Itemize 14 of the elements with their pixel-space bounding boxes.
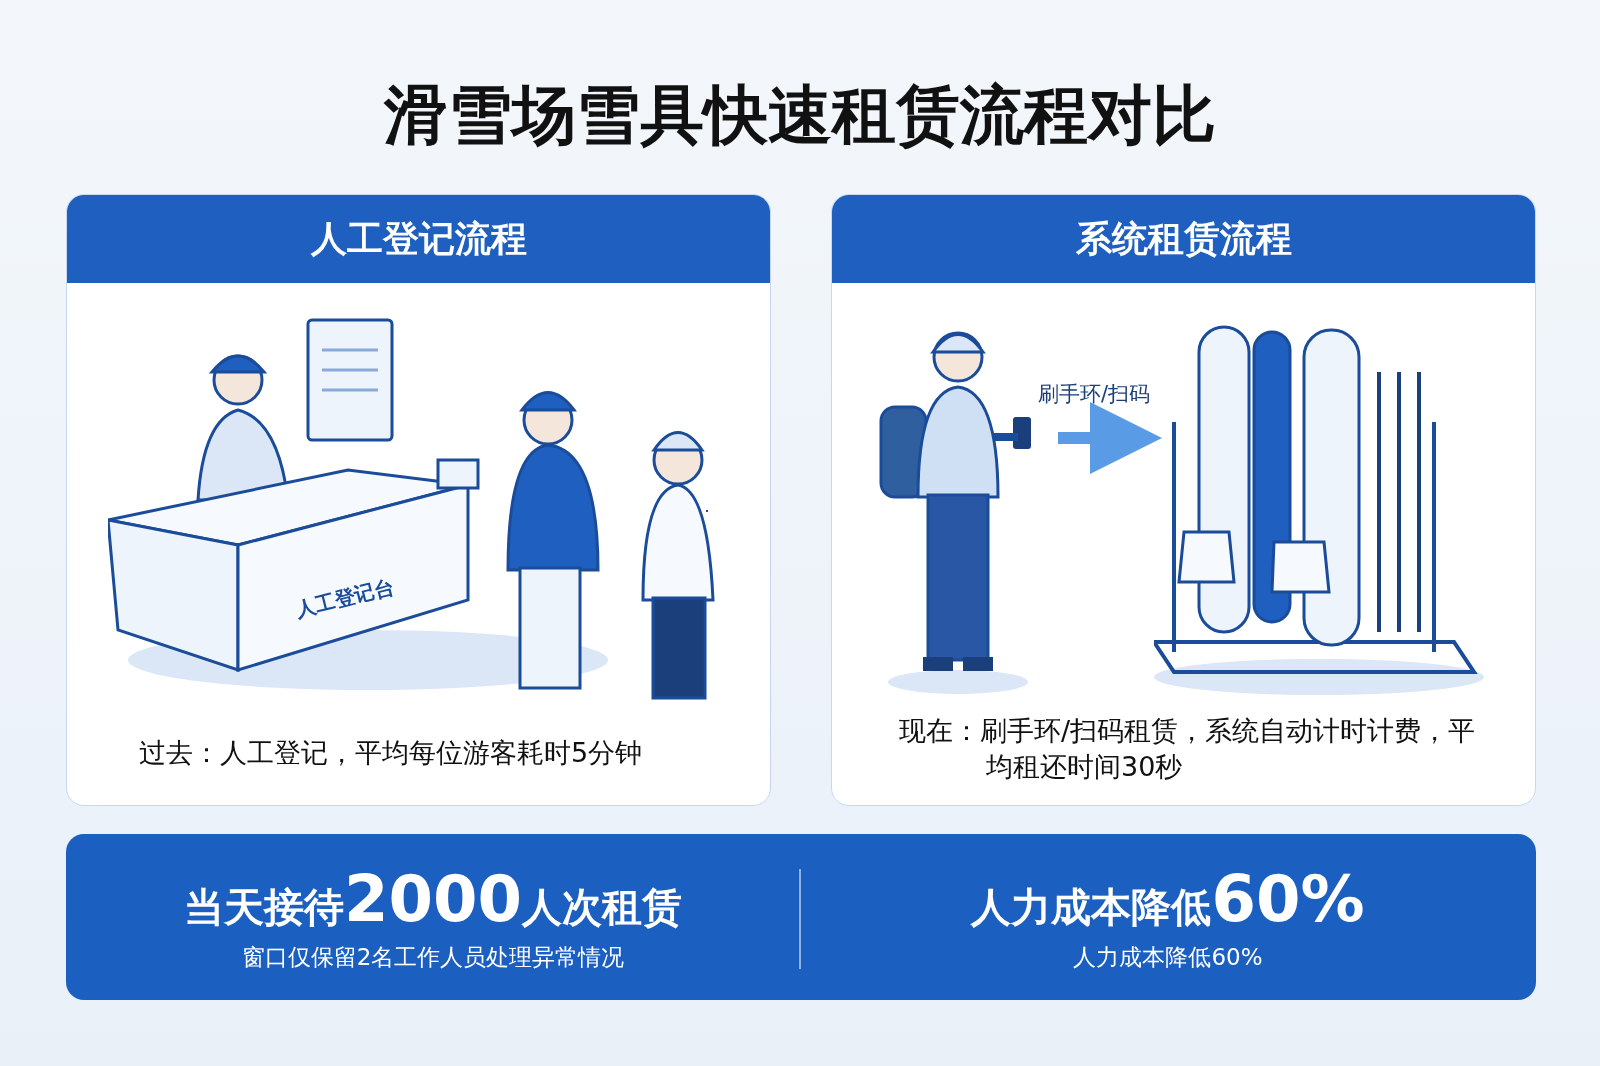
stat-headline: 人力成本降低60% <box>969 861 1366 936</box>
desk-label: 人工登记台 <box>293 573 397 624</box>
stat-note: 人力成本降低60% <box>1072 942 1264 972</box>
title: 滑雪场雪具快速租赁流程对比 <box>383 77 1217 154</box>
edge-label: 刷手环/扫码 <box>1038 381 1151 408</box>
arrow <box>1058 402 1162 474</box>
stat-note: 窗口仅保留2名工作人员处理异常情况 <box>240 942 626 972</box>
panel-header: 人工登记流程 <box>67 195 770 283</box>
panel-header: 系统租赁流程 <box>832 195 1535 283</box>
stats-band <box>66 834 1536 1000</box>
process-panel <box>831 194 1536 806</box>
stat-headline: 当天接待2000人次租赁 <box>182 861 684 936</box>
caption-text: 过去：人工登记，平均每位游客耗时5分钟 <box>139 736 644 770</box>
caption-text: 现在：刷手环/扫码租赁，系统自动计时计费，平均租还时间30秒 <box>899 714 1477 784</box>
